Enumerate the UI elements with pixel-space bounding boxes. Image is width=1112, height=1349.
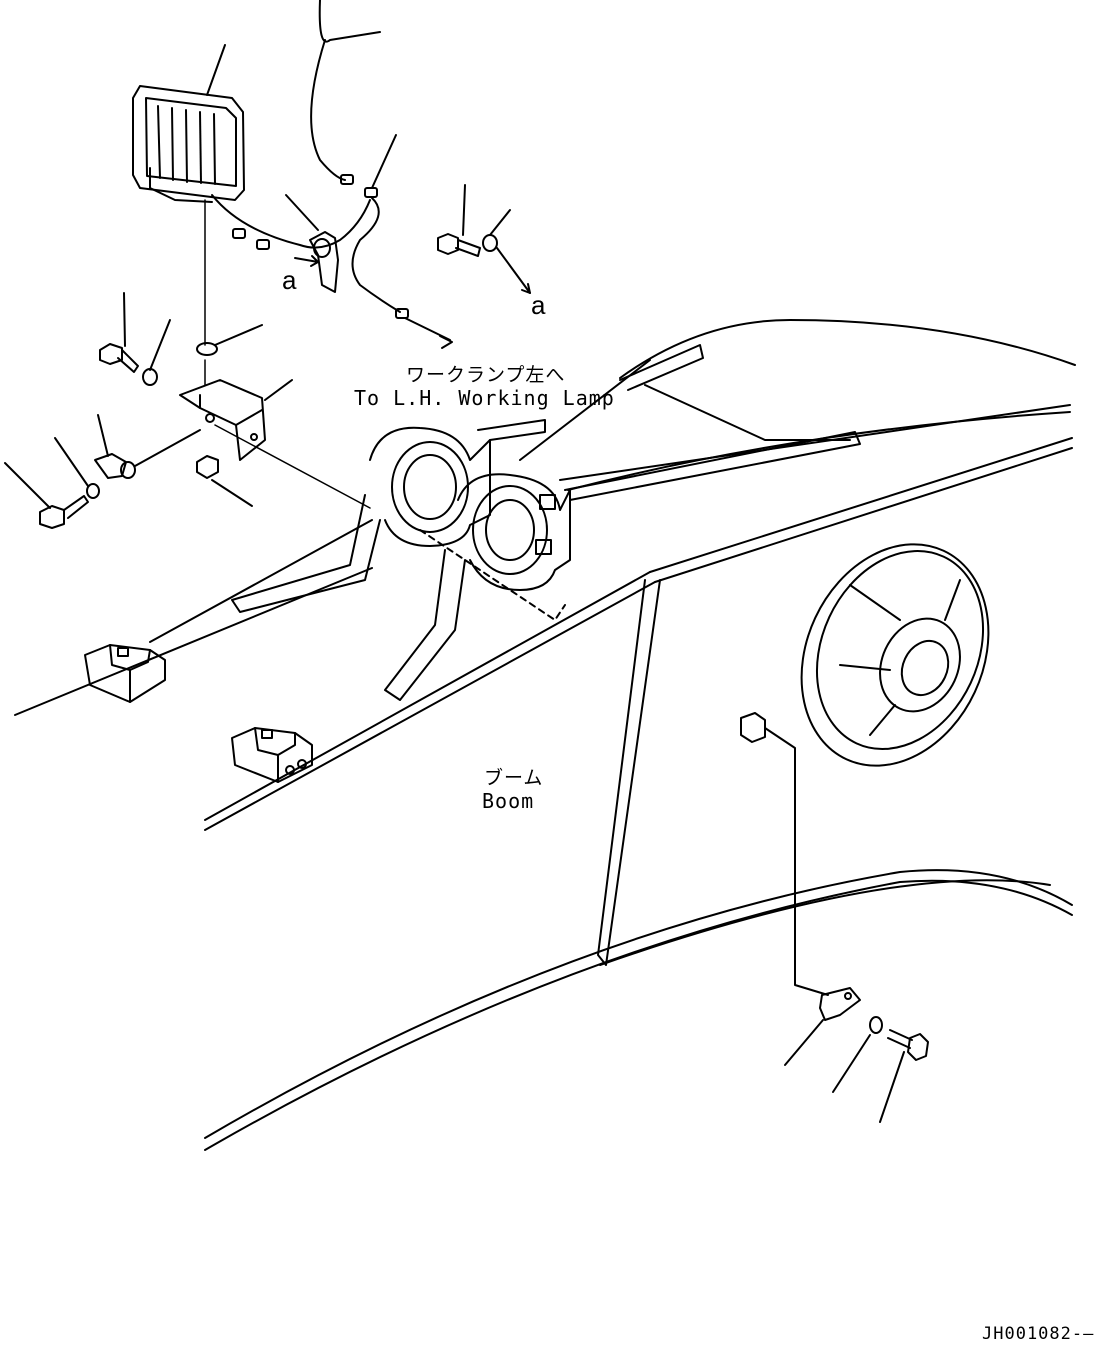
lh-lamp-label-en: To L.H. Working Lamp — [354, 386, 615, 410]
washer — [196, 342, 218, 356]
boom-outline-lower — [204, 869, 1073, 1139]
boom-strut — [597, 579, 661, 966]
bolt-upper-right — [437, 233, 481, 257]
clip-block — [740, 712, 766, 743]
boom-label-en: Boom — [482, 789, 535, 813]
work-lamp — [132, 85, 245, 203]
wire-clip — [340, 174, 354, 185]
boom-label-jp: ブーム — [484, 767, 544, 789]
lh-lamp-label-jp: ワークランプ左へ — [406, 364, 566, 386]
wire-clip — [395, 308, 409, 319]
washer — [482, 234, 498, 252]
washer — [142, 368, 158, 386]
wire-clip — [232, 228, 246, 239]
bolt-lower-left — [39, 495, 89, 529]
boom-outline-upper — [619, 319, 1076, 379]
boom-boss-right — [384, 344, 861, 701]
harness-upper — [310, 0, 381, 181]
bracket-clamp-right — [819, 987, 861, 1021]
washer — [86, 483, 100, 499]
wire-clamp — [294, 231, 339, 293]
bolt-lower-right — [887, 1029, 929, 1061]
cylinder-foot — [800, 543, 990, 767]
mount-block-2 — [231, 727, 313, 783]
nut — [196, 455, 219, 479]
bolt-left — [99, 343, 139, 373]
lamp-bracket — [179, 379, 293, 461]
wire-clip — [256, 239, 270, 250]
clamp-small — [94, 453, 136, 479]
drawing-code: JH001082-— — [982, 1324, 1095, 1344]
ref-a-right: a — [531, 290, 546, 320]
boom-boss-left — [231, 419, 546, 613]
ref-a-left: a — [282, 265, 297, 295]
mount-block-1 — [84, 644, 166, 703]
wire-clip — [364, 187, 378, 198]
lamp-wire — [211, 194, 371, 249]
washer — [869, 1016, 883, 1034]
